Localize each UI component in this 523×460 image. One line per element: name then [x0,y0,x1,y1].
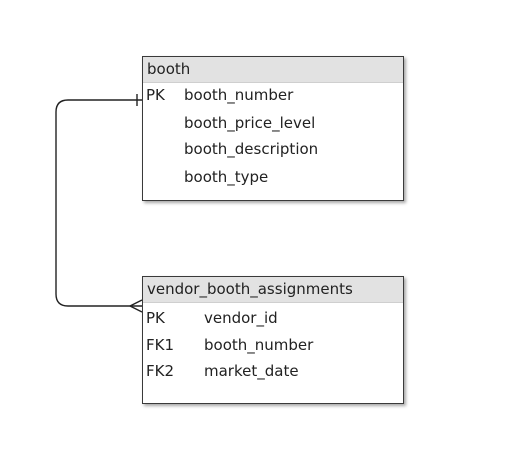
relationship-line [55,99,142,307]
many-cardinality-crowfoot [129,299,143,313]
vba-row-market-date: FK2 market_date [143,360,403,382]
row-field: booth_number [184,86,294,104]
booth-row-booth-description: booth_description [143,138,403,160]
row-field: booth_price_level [184,114,316,132]
row-field: vendor_id [204,309,278,327]
vba-row-vendor-id: PK vendor_id [143,307,403,329]
vendor-booth-assignments-entity-title: vendor_booth_assignments [143,277,403,303]
booth-row-booth-type: booth_type [143,166,403,188]
row-key: FK1 [146,336,175,354]
booth-entity[interactable]: booth PK booth_number booth_price_level … [142,56,404,201]
row-field: market_date [204,362,299,380]
row-key: FK2 [146,362,175,380]
vendor-booth-assignments-entity[interactable]: vendor_booth_assignments PK vendor_id FK… [142,276,404,404]
booth-row-booth-price-level: booth_price_level [143,112,403,134]
vba-row-booth-number: FK1 booth_number [143,334,403,356]
row-field: booth_type [184,168,269,186]
booth-entity-title: booth [143,57,403,83]
row-field: booth_number [204,336,314,354]
booth-row-booth-number: PK booth_number [143,84,403,106]
row-field: booth_description [184,140,319,158]
row-key: PK [146,309,165,327]
row-key: PK [146,86,165,104]
